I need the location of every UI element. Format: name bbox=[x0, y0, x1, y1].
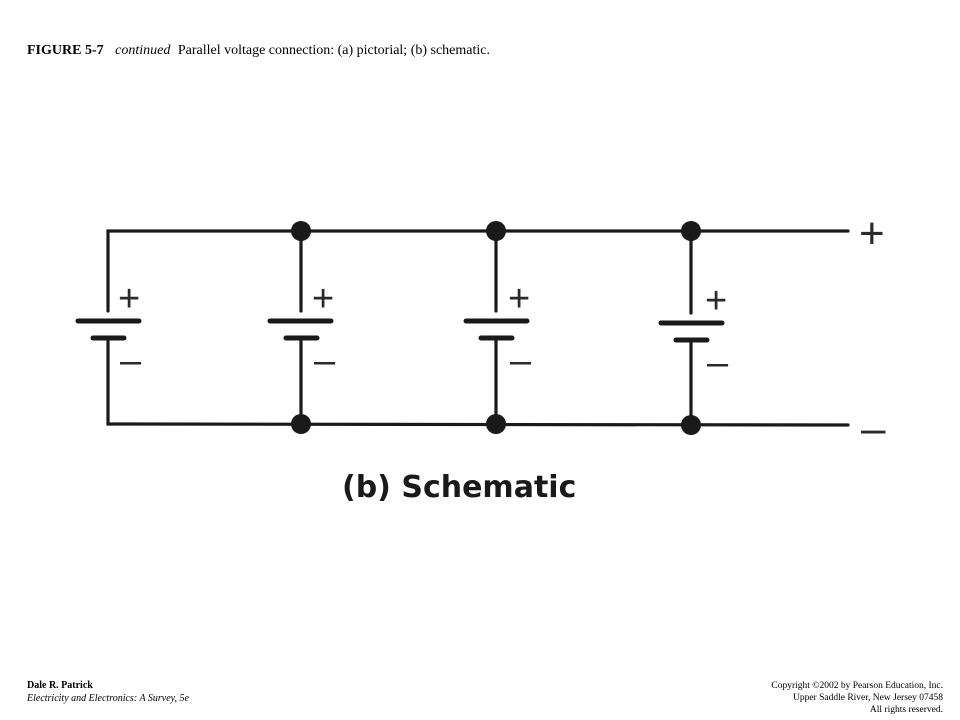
bottom-rail-wire bbox=[106, 337, 850, 427]
footer-copyright-block: Copyright ©2002 by Pearson Education, In… bbox=[771, 680, 943, 716]
cell-4-bottom-junction-node bbox=[681, 415, 701, 435]
top-rail-wire bbox=[106, 229, 850, 313]
cell-2-plus-sign: + bbox=[312, 278, 334, 320]
cell-4-top-junction-node bbox=[681, 221, 701, 241]
figure-caption: FIGURE 5-7 continued Parallel voltage co… bbox=[27, 43, 490, 59]
footer-rights: All rights reserved. bbox=[869, 705, 943, 715]
cell-2-minus-sign: – bbox=[314, 340, 336, 382]
battery-cell-2: + – bbox=[267, 221, 336, 434]
cell-2-top-junction-node bbox=[291, 221, 311, 241]
footer-author-block: Dale R. Patrick Electricity and Electron… bbox=[27, 679, 189, 705]
cell-1-plus-sign: + bbox=[118, 278, 140, 320]
footer-author: Dale R. Patrick bbox=[27, 680, 93, 691]
figure-number: FIGURE 5-7 bbox=[27, 43, 104, 58]
footer-copyright: Copyright ©2002 by Pearson Education, In… bbox=[771, 681, 943, 691]
cell-4-plus-sign: + bbox=[705, 280, 727, 322]
cell-3-minus-sign: – bbox=[510, 340, 532, 382]
cell-2-bottom-junction-node bbox=[291, 414, 311, 434]
cell-3-top-junction-node bbox=[486, 221, 506, 241]
footer-book-title: Electricity and Electronics: A Survey, 5… bbox=[27, 693, 189, 704]
battery-cell-4: + – bbox=[658, 221, 729, 435]
cell-3-plus-sign: + bbox=[508, 278, 530, 320]
figure-continued: continued bbox=[115, 43, 171, 58]
battery-cell-3: + – bbox=[463, 221, 532, 434]
schematic-label: (b) Schematic bbox=[342, 470, 576, 505]
cell-4-minus-sign: – bbox=[707, 342, 729, 384]
footer-address: Upper Saddle River, New Jersey 07458 bbox=[792, 693, 943, 703]
output-plus-terminal-sign: + bbox=[859, 209, 885, 258]
figure-description: Parallel voltage connection: (a) pictori… bbox=[177, 43, 490, 58]
cell-3-bottom-junction-node bbox=[486, 414, 506, 434]
cell-1-minus-sign: – bbox=[120, 340, 142, 382]
battery-cell-1: + – bbox=[75, 278, 142, 382]
output-minus-terminal-sign: – bbox=[861, 404, 886, 453]
